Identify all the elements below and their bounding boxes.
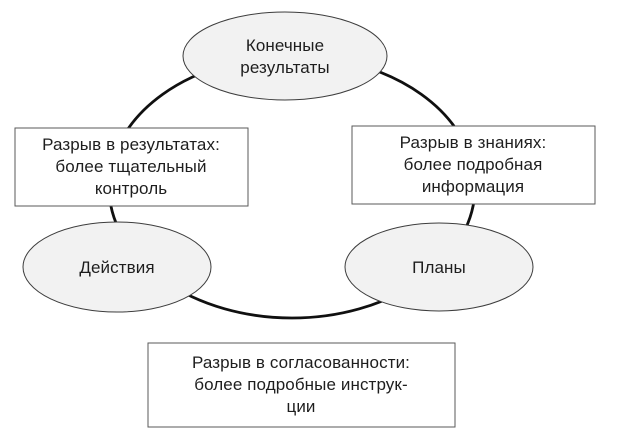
node-plans-shape [344, 222, 534, 312]
node-actions-shape [22, 221, 212, 313]
node-knowledge-gap-shape [351, 125, 596, 205]
node-final-results-shape [182, 11, 388, 101]
node-results-gap-shape [14, 127, 249, 207]
node-alignment-gap-shape [147, 342, 456, 428]
